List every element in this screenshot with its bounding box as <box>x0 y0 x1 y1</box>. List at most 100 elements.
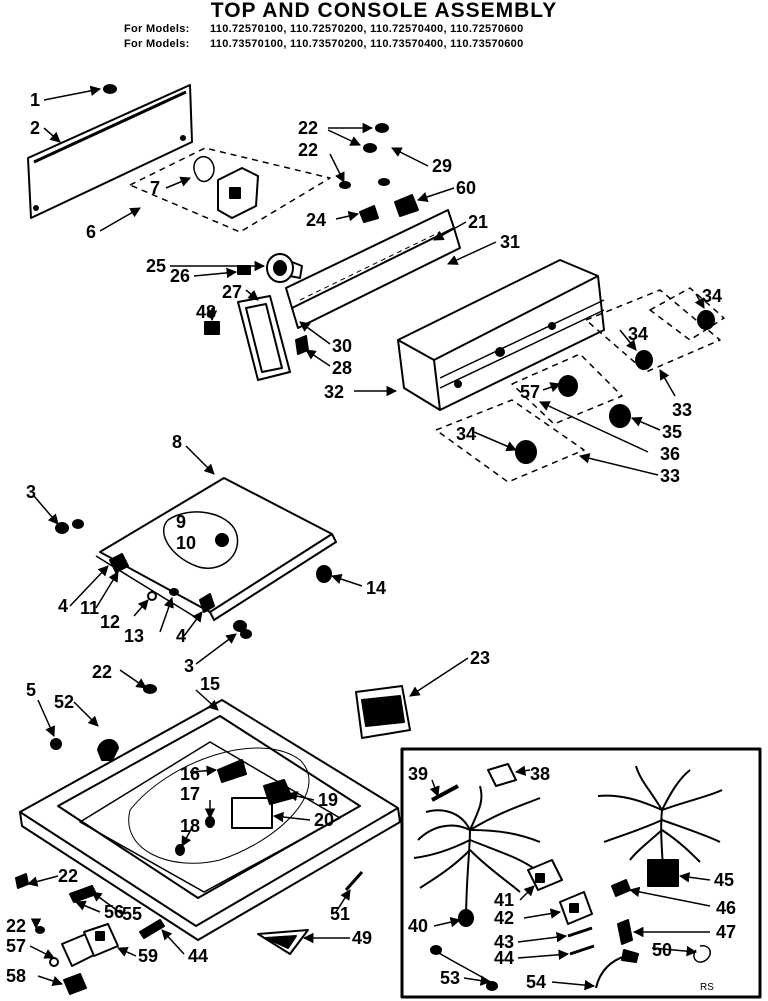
leader-arrows <box>26 85 711 991</box>
callout-43: 43 <box>494 932 514 952</box>
callout-32: 32 <box>324 382 344 402</box>
screw <box>103 84 117 94</box>
part-26 <box>237 265 251 275</box>
callout-4: 4 <box>176 626 186 646</box>
callout-28: 28 <box>332 358 352 378</box>
callout-18: 18 <box>180 816 200 836</box>
callout-44: 44 <box>494 948 514 968</box>
models-line-2: For Models: 110.73570100, 110.73570200, 1… <box>124 38 524 50</box>
clip-24 <box>359 205 379 223</box>
callout-14: 14 <box>366 578 386 598</box>
callout-60: 60 <box>456 178 476 198</box>
lid-8 <box>95 477 337 621</box>
callout-54: 54 <box>526 972 546 992</box>
screws-22 <box>339 123 390 189</box>
callout-15: 15 <box>200 674 220 694</box>
callout-36: 36 <box>660 444 680 464</box>
switch-25 <box>266 253 303 283</box>
callout-6: 6 <box>86 222 96 242</box>
callout-22: 22 <box>298 118 318 138</box>
callout-53: 53 <box>440 968 460 988</box>
callout-35: 35 <box>662 422 682 442</box>
hinge-parts <box>55 519 332 639</box>
callout-44: 44 <box>188 946 208 966</box>
corner-mark: RS <box>700 982 714 993</box>
callout-34: 34 <box>628 324 648 344</box>
callout-46: 46 <box>716 898 736 918</box>
callout-22: 22 <box>298 140 318 160</box>
callout-9: 9 <box>176 512 186 532</box>
callout-52: 52 <box>54 692 74 712</box>
callout-3: 3 <box>26 482 36 502</box>
callout-41: 41 <box>494 890 514 910</box>
callout-56: 56 <box>104 902 124 922</box>
callout-1: 1 <box>30 90 40 110</box>
callout-47: 47 <box>716 922 736 942</box>
callout-11: 11 <box>80 598 99 618</box>
models-list: 110.72570100, 110.72570200, 110.72570400… <box>210 23 524 35</box>
part-23 <box>355 685 411 739</box>
callout-23: 23 <box>470 648 490 668</box>
wiring-harness-right <box>597 765 723 887</box>
bracket-60 <box>394 194 419 217</box>
callout-13: 13 <box>124 626 144 646</box>
callout-38: 38 <box>530 764 550 784</box>
callout-51: 51 <box>330 904 350 924</box>
callout-50: 50 <box>652 940 672 960</box>
models-label: For Models: <box>124 38 190 50</box>
wiring-inset-frame <box>400 747 762 999</box>
callout-19: 19 <box>318 790 338 810</box>
callout-30: 30 <box>332 336 352 356</box>
callout-7: 7 <box>150 178 160 198</box>
clip-48 <box>204 321 220 335</box>
inset-components <box>430 763 711 991</box>
callout-57: 57 <box>6 936 26 956</box>
callout-22: 22 <box>92 662 112 682</box>
models-line-1: For Models: 110.72570100, 110.72570200, 1… <box>124 23 524 35</box>
callout-25: 25 <box>146 256 166 276</box>
console-32 <box>397 259 605 411</box>
callout-33: 33 <box>672 400 692 420</box>
knobs <box>515 310 715 464</box>
models-label: For Models: <box>124 23 190 35</box>
callout-8: 8 <box>172 432 182 452</box>
callout-12: 12 <box>100 612 120 632</box>
callout-20: 20 <box>314 810 334 830</box>
page-title: TOP AND CONSOLE ASSEMBLY <box>210 0 558 22</box>
callout-42: 42 <box>494 908 514 928</box>
wiring-harness-left <box>413 784 541 927</box>
callout-34: 34 <box>456 424 476 444</box>
callout-33: 33 <box>660 466 680 486</box>
callout-16: 16 <box>180 764 200 784</box>
callout-10: 10 <box>176 533 196 553</box>
callout-58: 58 <box>6 966 26 986</box>
rear-panel <box>27 84 193 219</box>
callout-3: 3 <box>184 656 194 676</box>
top-parts <box>50 684 293 856</box>
timer-switch <box>193 156 259 219</box>
models-list: 110.73570100, 110.73570200, 110.73570400… <box>210 38 524 50</box>
callout-31: 31 <box>500 232 520 252</box>
callout-59: 59 <box>138 946 158 966</box>
callout-24: 24 <box>306 210 326 230</box>
callout-49: 49 <box>352 928 372 948</box>
callout-55: 55 <box>122 904 142 924</box>
callout-39: 39 <box>408 764 428 784</box>
knob-group-dashed <box>435 287 725 483</box>
callout-22: 22 <box>6 916 26 936</box>
small-parts-bottom <box>15 871 364 995</box>
callout-26: 26 <box>170 266 190 286</box>
callout-21: 21 <box>468 212 488 232</box>
callout-45: 45 <box>714 870 734 890</box>
callout-4: 4 <box>58 596 68 616</box>
callout-40: 40 <box>408 916 428 936</box>
callout-57: 57 <box>520 382 540 402</box>
callout-48: 48 <box>196 302 216 322</box>
callout-17: 17 <box>180 784 200 804</box>
callout-22: 22 <box>58 866 78 886</box>
callout-34: 34 <box>702 286 722 306</box>
timer-dashed-outline <box>129 147 331 233</box>
part-28 <box>295 335 309 355</box>
control-housing-27 <box>237 295 291 381</box>
